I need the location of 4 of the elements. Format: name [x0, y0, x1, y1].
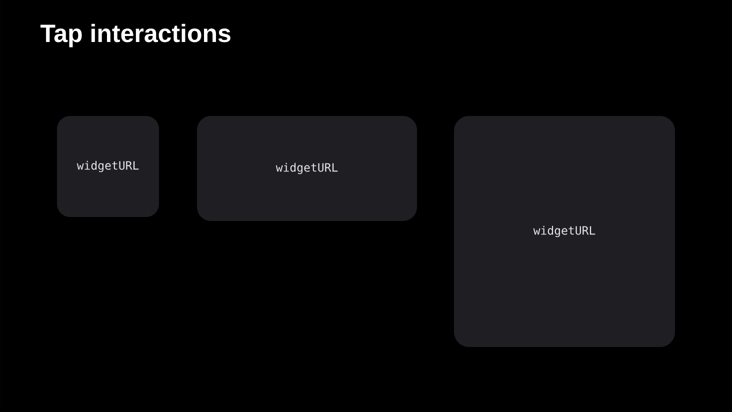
widget-card: widgetURL: [197, 116, 417, 221]
widget-card: widgetURL: [454, 116, 675, 347]
widget-card: widgetURL: [57, 116, 159, 217]
title: Tap interactions: [40, 24, 230, 48]
